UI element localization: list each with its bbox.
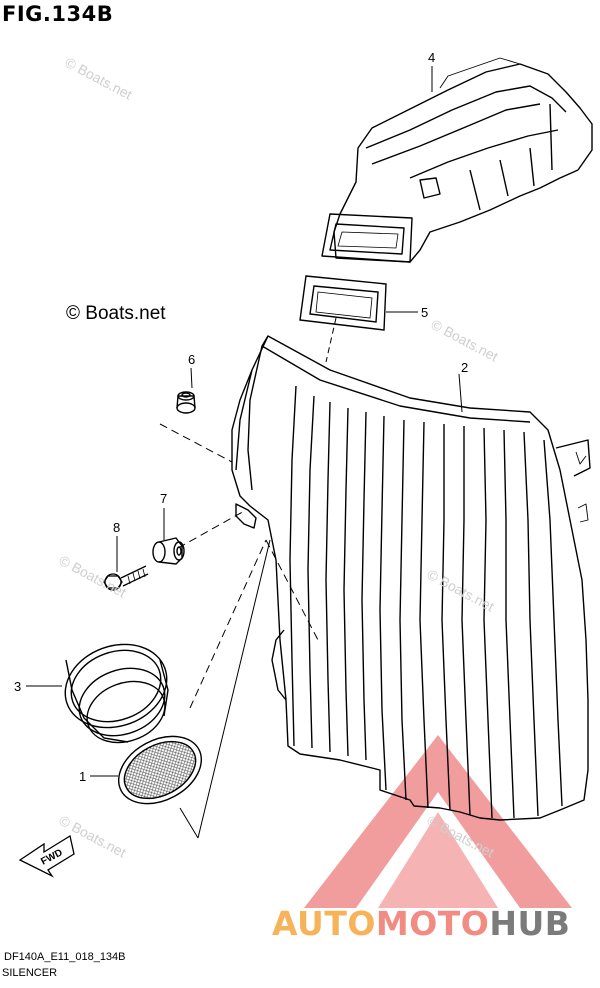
silencer-case-drawing: [231, 335, 591, 821]
callout-7: 7: [160, 491, 168, 506]
callout-6: 6: [188, 352, 196, 367]
fwd-arrow-icon: [18, 834, 75, 878]
brand-part-auto: AUTO: [272, 904, 376, 943]
brand-part-moto: MOTO: [375, 904, 490, 943]
figure-title: FIG.134B: [2, 2, 114, 26]
duct-seal-drawing: [299, 275, 387, 331]
rubber-seal-3-drawing: [64, 643, 169, 744]
callout-8: 8: [113, 520, 121, 535]
brand-part-hub: HUB: [489, 904, 571, 943]
grommet-7-drawing: [152, 537, 185, 565]
brand-triangle-logo: [304, 735, 572, 908]
watermark-main: © Boats.net: [66, 303, 166, 324]
brand-logo-text: AUTOMOTOHUB: [272, 904, 570, 943]
callout-1: 1: [79, 769, 87, 784]
filter-screen-1-drawing: [117, 735, 203, 805]
callout-3: 3: [14, 679, 22, 694]
callout-5: 5: [421, 305, 429, 320]
figure-caption: SILENCER: [2, 967, 58, 979]
callout-4: 4: [428, 50, 436, 65]
callout-2: 2: [461, 360, 469, 375]
figure-code: DF140A_E11_018_134B: [4, 951, 126, 963]
grommet-6-drawing: [176, 391, 196, 414]
bolt-8-drawing: [103, 565, 149, 591]
intake-duct-drawing: [321, 57, 593, 263]
leader-lines: [26, 66, 463, 839]
